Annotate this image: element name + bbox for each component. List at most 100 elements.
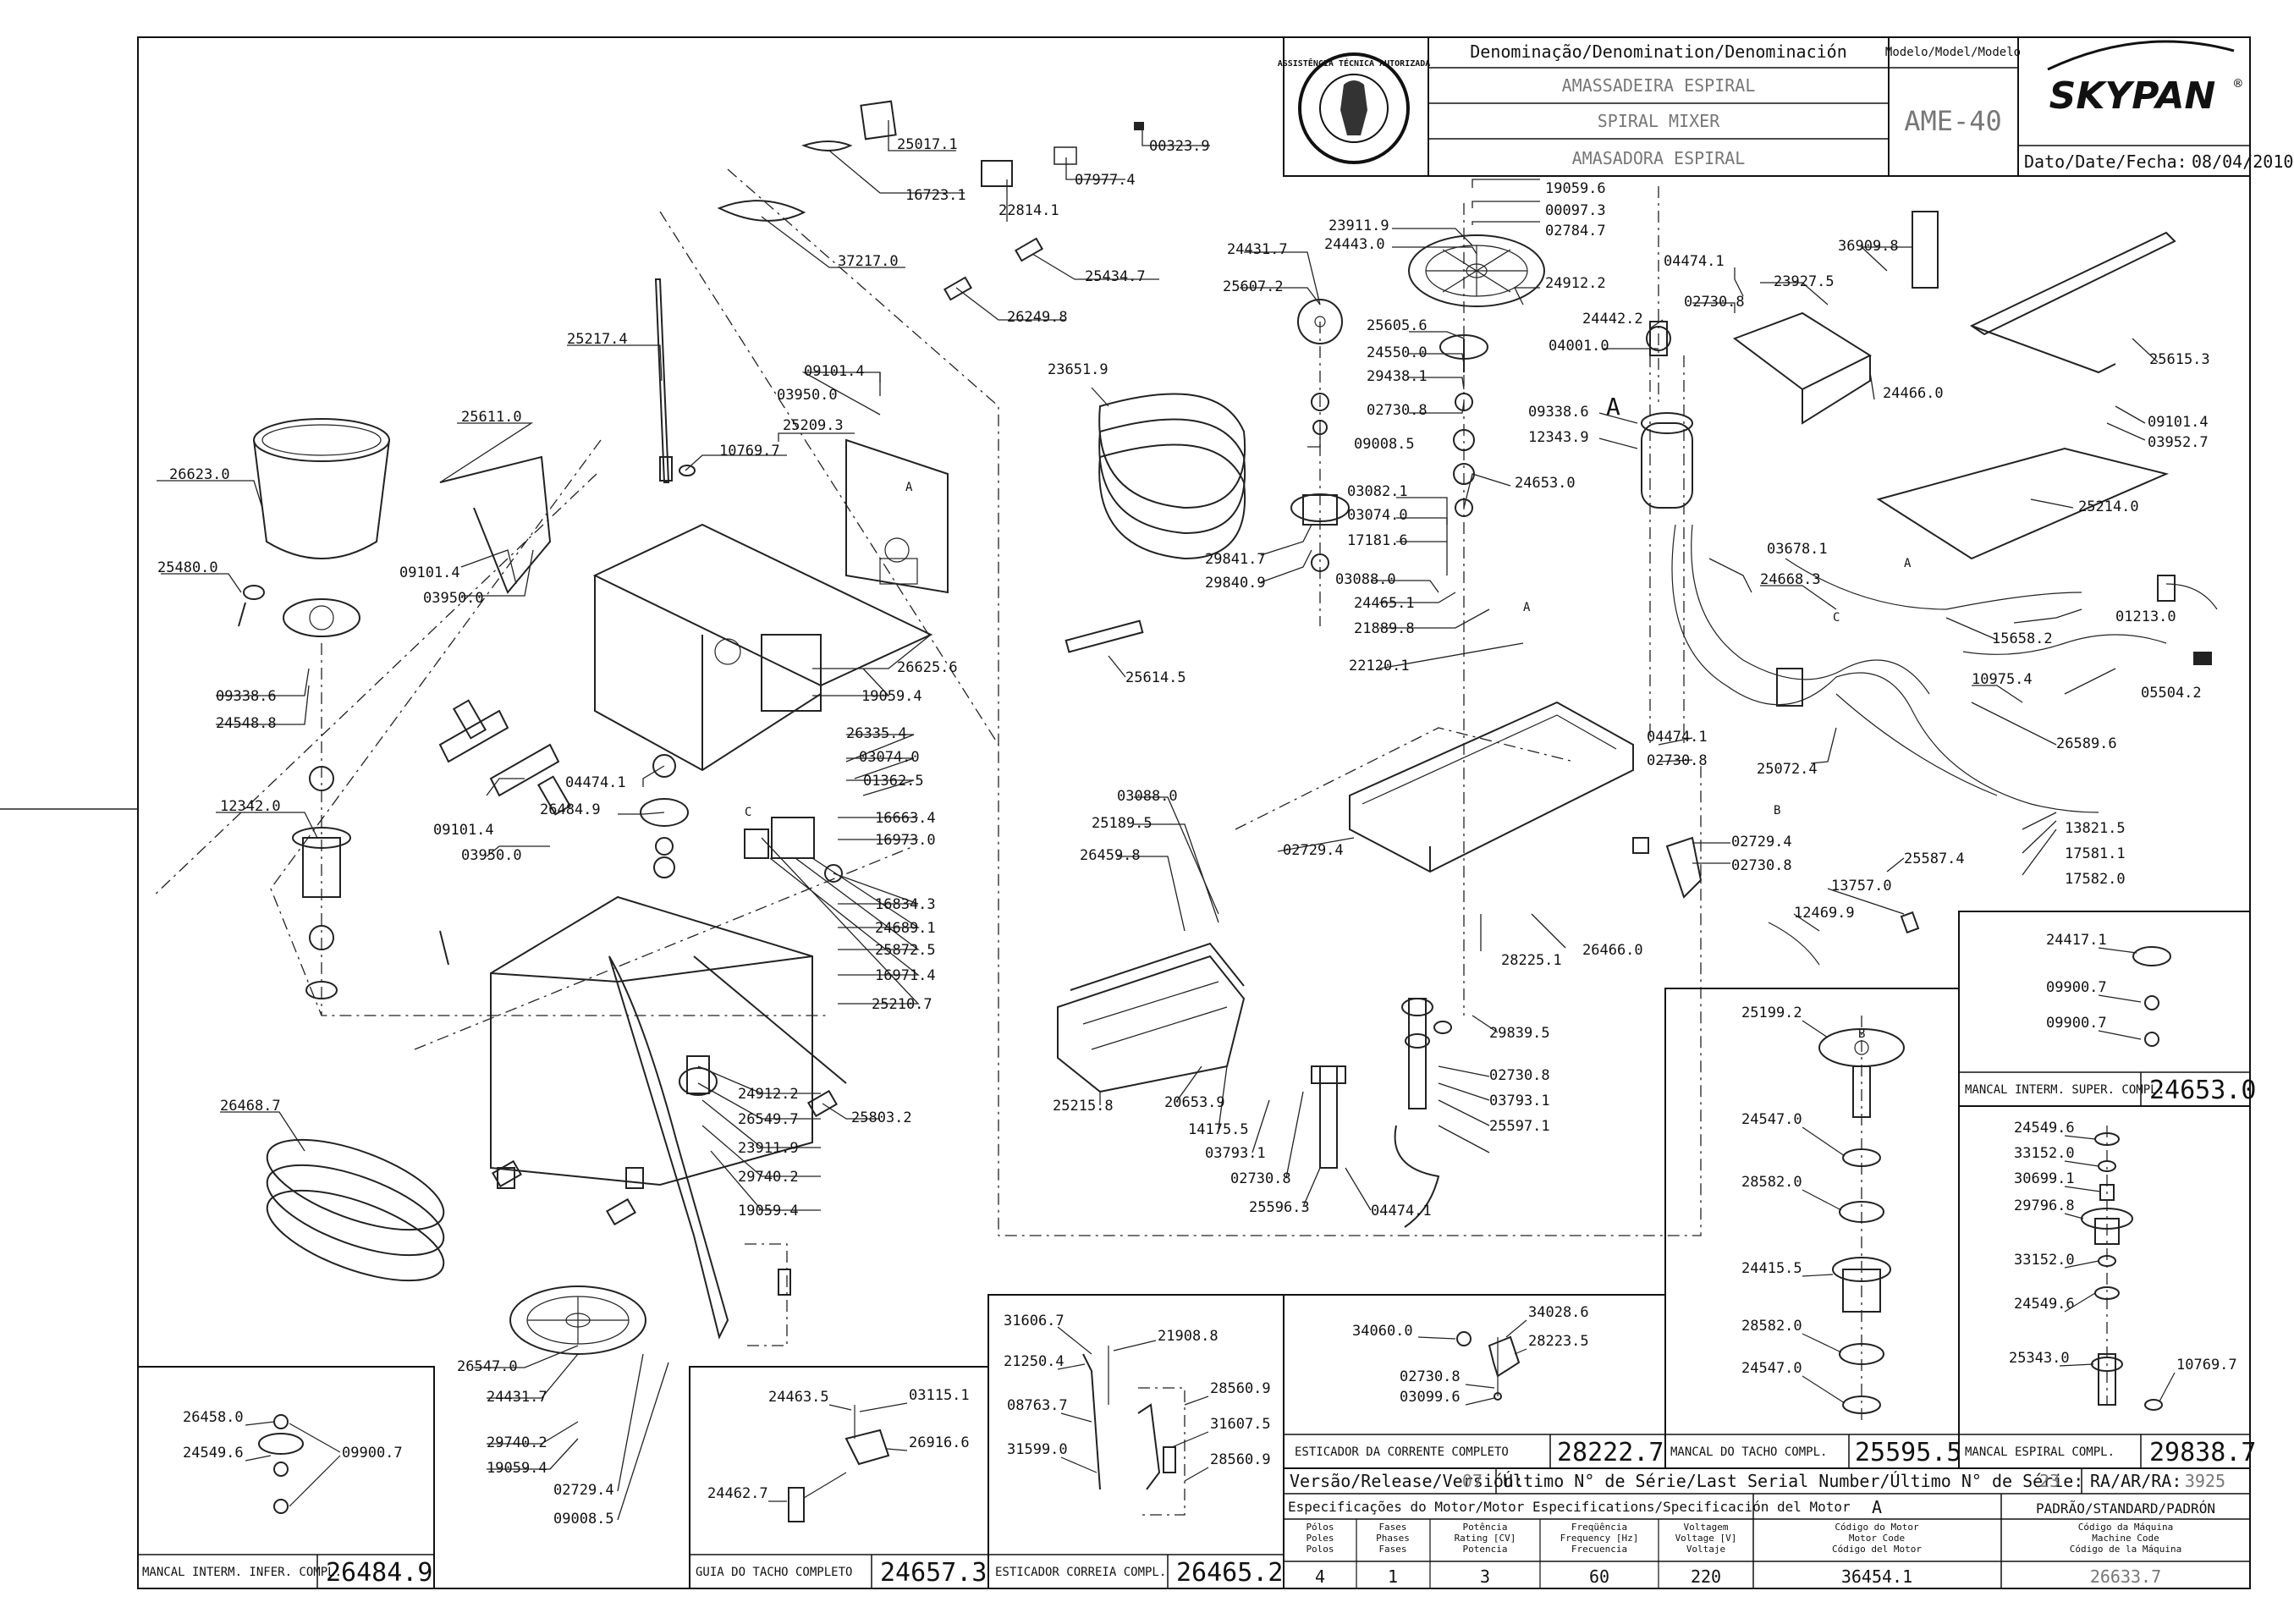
part-label: 24443.0 xyxy=(1324,236,1385,253)
part-label: 23911.9 xyxy=(738,1140,799,1157)
subassembly-title: GUIA DO TACHO COMPLETO xyxy=(696,1566,852,1579)
part-label: 24547.0 xyxy=(1741,1111,1802,1128)
part-label: 04474.1 xyxy=(1647,729,1708,746)
part-label: 25596.3 xyxy=(1249,1199,1310,1216)
motor-voltage-value: 220 xyxy=(1691,1566,1721,1587)
svg-text:Voltaje: Voltaje xyxy=(1686,1544,1725,1555)
part-label: 25607.2 xyxy=(1223,278,1284,295)
part-label: 02730.8 xyxy=(1731,857,1792,874)
part-label: 03074.0 xyxy=(1347,507,1408,524)
subassembly-code: 26484.9 xyxy=(326,1558,432,1588)
part-label: 10769.7 xyxy=(719,443,780,460)
part-label: 34028.6 xyxy=(1528,1304,1589,1321)
motor-spec-col: Pólos Poles Polos 4 xyxy=(1306,1522,1334,1587)
motor-spec-col: Potência Rating [CV] Potencia 3 xyxy=(1455,1522,1516,1587)
part-label: 26625.6 xyxy=(897,659,958,676)
part-label: 03950.0 xyxy=(461,847,522,864)
motor-frequency-value: 60 xyxy=(1589,1566,1609,1587)
motor-spec-col: Voltagem Voltage [V] Voltaje 220 xyxy=(1675,1522,1737,1587)
part-label: 02730.8 xyxy=(1684,294,1745,311)
part-label: 28223.5 xyxy=(1528,1333,1589,1350)
svg-text:Polos: Polos xyxy=(1306,1544,1334,1555)
subassembly-title: ESTICADOR CORREIA COMPL. xyxy=(995,1566,1166,1579)
marker-letter: A xyxy=(905,481,913,494)
denomination-header: Denominação/Denomination/Denominación xyxy=(1470,41,1847,62)
part-label: 25210.7 xyxy=(872,996,932,1013)
exploded-view-drive xyxy=(1057,211,2218,1228)
svg-text:Pólos: Pólos xyxy=(1306,1522,1334,1533)
part-label: 02784.7 xyxy=(1545,223,1606,239)
part-label: 03115.1 xyxy=(909,1387,970,1404)
part-label: 02730.8 xyxy=(1230,1170,1291,1187)
motor-code-value: 36454.1 xyxy=(1841,1566,1912,1587)
part-label: 03074.0 xyxy=(859,749,920,766)
part-label: 34060.0 xyxy=(1352,1323,1413,1340)
svg-text:Frequency [Hz]: Frequency [Hz] xyxy=(1560,1533,1639,1544)
machine-name-pt: AMASSADEIRA ESPIRAL xyxy=(1562,75,1756,96)
part-label: 19059.4 xyxy=(861,688,922,705)
part-label: 07977.4 xyxy=(1075,172,1136,189)
ra-label: RA/AR/RA: xyxy=(2090,1471,2181,1491)
subassembly-code: 28222.7 xyxy=(1557,1438,1664,1467)
subassembly-mancal-super: 24417.1 09900.7 09900.7 MANCAL INTERM. S… xyxy=(1958,911,2256,1107)
part-label: 24548.8 xyxy=(216,715,277,732)
part-label: 03950.0 xyxy=(423,590,484,607)
part-label: 09900.7 xyxy=(2046,1015,2107,1032)
svg-text:Código da Máquina: Código da Máquina xyxy=(2078,1522,2174,1533)
part-label: 22120.1 xyxy=(1349,658,1410,674)
part-label: 19059.6 xyxy=(1545,180,1606,197)
part-label: 03793.1 xyxy=(1205,1145,1266,1162)
part-label: 19059.4 xyxy=(738,1203,799,1219)
part-label: 24431.7 xyxy=(487,1389,547,1406)
svg-text:Fases: Fases xyxy=(1378,1544,1406,1555)
subassembly-mancal-tacho: 25199.2 24547.0 28582.0 24415.5 28582.0 … xyxy=(1664,988,2256,1469)
standard-label: PADRÃO/STANDARD/PADRÓN xyxy=(2036,1500,2215,1517)
part-label: 04474.1 xyxy=(1371,1203,1432,1219)
motor-spec-col: Freqüência Frequency [Hz] Frecuencia 60 xyxy=(1560,1522,1639,1587)
part-label: 01362.5 xyxy=(863,773,924,790)
part-label: 25605.6 xyxy=(1367,317,1428,334)
ra-value: 3925 xyxy=(2185,1471,2225,1491)
part-label: 26623.0 xyxy=(169,466,230,483)
part-label: 36909.8 xyxy=(1838,238,1899,255)
subassembly-title: MANCAL INTERM. SUPER. COMPL. xyxy=(1965,1083,2165,1097)
subassembly-code: 29838.7 xyxy=(2149,1438,2256,1467)
subassembly-mancal-espiral: 24549.6 33152.0 30699.1 29796.8 33152.0 … xyxy=(1958,1105,2251,1469)
part-label: 26547.0 xyxy=(457,1358,518,1375)
part-label: 24462.7 xyxy=(707,1485,768,1502)
serial-value: 23 xyxy=(2039,1471,2060,1491)
motor-phases-value: 1 xyxy=(1388,1566,1398,1587)
part-label: 02729.4 xyxy=(553,1482,614,1499)
part-label: 25215.8 xyxy=(1053,1098,1114,1115)
seal-text: ASSISTÊNCIA TÉCNICA AUTORIZADA xyxy=(1278,58,1431,69)
svg-text:Código de la Máquina: Código de la Máquina xyxy=(2070,1544,2181,1555)
version-value: 07 xyxy=(1462,1471,1483,1491)
part-label: 25872.5 xyxy=(875,942,936,959)
part-label: 28582.0 xyxy=(1741,1174,1802,1191)
part-label: 29740.2 xyxy=(487,1434,547,1451)
part-label: 25189.5 xyxy=(1092,815,1153,832)
part-label: 16971.4 xyxy=(875,967,936,984)
machine-name-en: SPIRAL MIXER xyxy=(1598,111,1720,131)
marker-letter: C xyxy=(1833,611,1840,625)
part-label: 09101.4 xyxy=(2148,414,2209,431)
part-label: 09900.7 xyxy=(2046,979,2107,996)
svg-text:Código do Motor: Código do Motor xyxy=(1835,1522,1919,1533)
subassembly-title: MANCAL ESPIRAL COMPL. xyxy=(1965,1445,2115,1459)
part-label: 09101.4 xyxy=(433,822,494,839)
part-label: 25434.7 xyxy=(1085,268,1146,285)
part-label: 08763.7 xyxy=(1007,1397,1068,1414)
part-label: 24417.1 xyxy=(2046,932,2107,949)
version-label: Versão/Release/Versión: xyxy=(1290,1471,1524,1491)
part-label: 26466.0 xyxy=(1582,942,1643,959)
part-label: 14175.5 xyxy=(1188,1121,1249,1138)
part-label: 26916.6 xyxy=(909,1434,970,1451)
part-label: 02730.8 xyxy=(1400,1368,1461,1385)
part-label: 31599.0 xyxy=(1007,1441,1068,1458)
part-label: 26335.4 xyxy=(846,725,907,742)
svg-text:Machine Code: Machine Code xyxy=(2092,1533,2159,1544)
machine-code-value: 26633.7 xyxy=(2090,1566,2161,1587)
date-label: Dato/Date/Fecha: xyxy=(2024,151,2187,172)
subassembly-code: 24657.3 xyxy=(880,1558,987,1588)
svg-text:Phases: Phases xyxy=(1376,1533,1410,1544)
